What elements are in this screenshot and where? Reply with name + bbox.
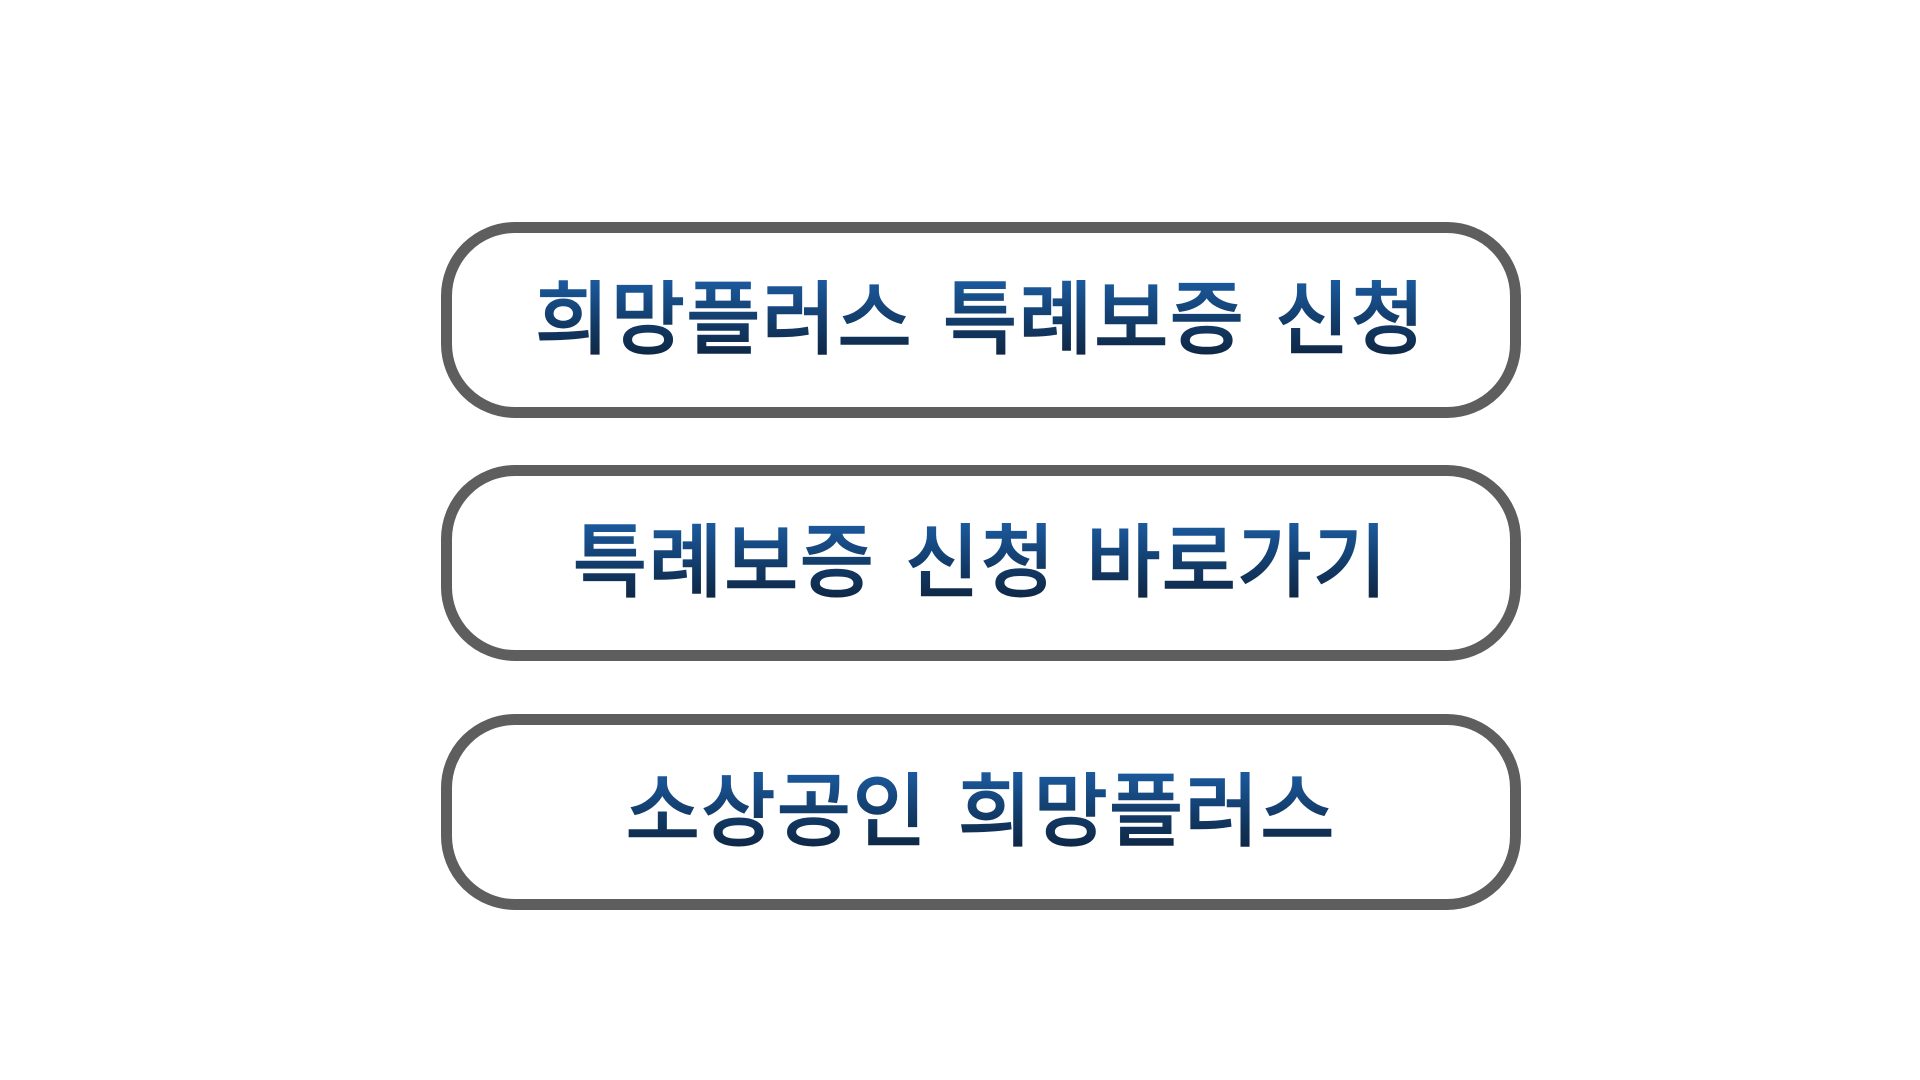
button-label: 희망플러스 특례보증 신청 (535, 273, 1427, 366)
button-label: 소상공인 희망플러스 (625, 765, 1337, 858)
apply-hope-plus-special-guarantee-button[interactable]: 희망플러스 특례보증 신청 (441, 222, 1521, 418)
button-label: 특례보증 신청 바로가기 (573, 516, 1389, 609)
small-business-hope-plus-button[interactable]: 소상공인 희망플러스 (441, 714, 1521, 910)
special-guarantee-apply-shortcut-button[interactable]: 특례보증 신청 바로가기 (441, 465, 1521, 661)
